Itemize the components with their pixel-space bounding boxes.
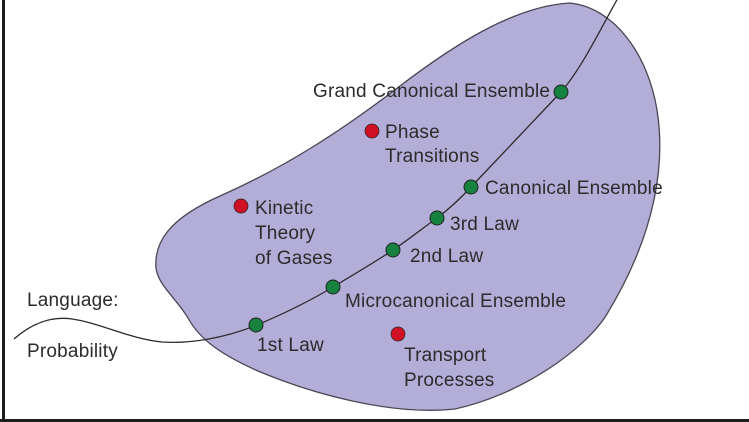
label-2nd-law: 2nd Law: [410, 246, 484, 267]
label-transport-processes: Transport Processes: [404, 343, 495, 393]
label-line: Transitions: [385, 146, 480, 167]
label-probability: Probability: [27, 341, 118, 362]
dot-transport-processes: [390, 326, 406, 342]
label-line: Transport: [404, 345, 487, 366]
dot-phase-transitions: [364, 123, 380, 139]
blob-region: [155, 2, 661, 411]
dot-kinetic-theory: [233, 198, 249, 214]
dot-1st-law: [248, 317, 264, 333]
label-1st-law: 1st Law: [257, 335, 324, 356]
dot-3rd-law: [429, 210, 445, 226]
page-border-left: [2, 0, 5, 422]
label-line: Theory: [255, 223, 316, 244]
dot-microcanonical-ensemble: [325, 279, 341, 295]
label-line: Phase: [385, 122, 440, 143]
label-microcanonical-ensemble: Microcanonical Ensemble: [345, 291, 567, 312]
progression-curve: [13, 0, 618, 344]
label-3rd-law: 3rd Law: [450, 214, 519, 235]
label-grand-canonical-ensemble: Grand Canonical Ensemble: [313, 81, 551, 102]
page-border-bottom: [0, 419, 749, 422]
label-language: Language:: [27, 290, 119, 311]
label-canonical-ensemble: Canonical Ensemble: [485, 178, 663, 199]
dot-canonical-ensemble: [463, 179, 479, 195]
label-line: Kinetic: [255, 198, 314, 219]
label-line: of Gases: [255, 248, 333, 269]
label-kinetic-theory-of-gases: Kinetic Theory of Gases: [255, 196, 333, 271]
label-line: Processes: [404, 370, 495, 391]
dot-grand-canonical-ensemble: [553, 84, 569, 100]
dot-2nd-law: [385, 242, 401, 258]
label-phase-transitions: Phase Transitions: [385, 121, 479, 169]
